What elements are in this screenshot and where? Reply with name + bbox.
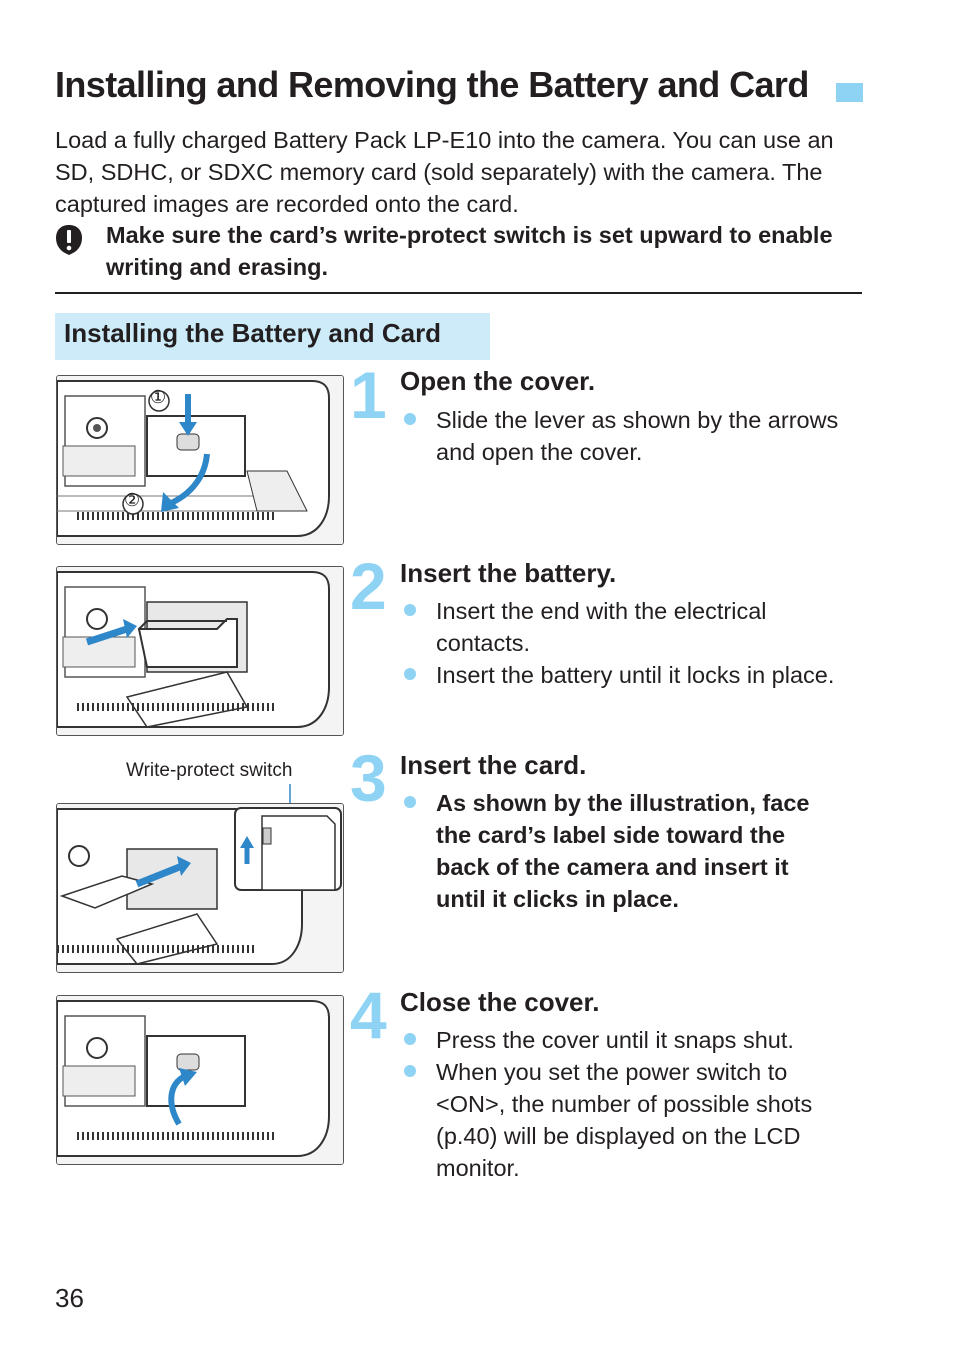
insert-card-illustration [56,803,344,973]
bullet-dot-icon [404,796,416,808]
step-number: 3 [350,741,387,815]
bullet-item: Insert the battery until it locks in pla… [400,659,840,691]
bullet-item: As shown by the illustration, face the c… [400,787,840,915]
insert-battery-illustration [56,566,344,736]
bullet-item: When you set the power switch to <ON>, t… [400,1056,840,1184]
write-protect-label: Write-protect switch [126,760,293,781]
bullet-text: When you set the power switch to <ON>, t… [436,1059,813,1181]
page-title: Installing and Removing the Battery and … [55,64,809,105]
step-heading: Close the cover. [400,987,600,1017]
step-bullets: As shown by the illustration, face the c… [400,787,840,915]
caution-text: Make sure the card’s write-protect switc… [106,222,833,280]
step-number: 1 [350,358,387,432]
title-marker [836,83,863,102]
step-heading: Insert the battery. [400,558,617,588]
bullet-text: Press the cover until it snaps shut. [436,1027,794,1053]
bullet-dot-icon [404,1033,416,1045]
step-number: 4 [350,978,387,1052]
section-title: Installing the Battery and Card [64,318,442,348]
bullet-item: Press the cover until it snaps shut. [400,1024,840,1056]
intro-paragraph: Load a fully charged Battery Pack LP-E10… [55,127,834,217]
bullet-text: As shown by the illustration, face the c… [436,790,810,912]
callout-1: ① [150,387,167,407]
bullet-dot-icon [404,604,416,616]
bullet-text: Slide the lever as shown by the arrows a… [436,407,839,465]
divider [55,292,862,294]
step-bullets: Insert the end with the electrical conta… [400,595,840,691]
bullet-item: Slide the lever as shown by the arrows a… [400,404,840,468]
step-heading: Open the cover. [400,366,596,396]
page-number: 36 [55,1283,84,1313]
step-number: 2 [350,549,387,623]
callout-2: ② [124,490,141,510]
open-cover-illustration [56,375,344,545]
caution-icon [55,224,83,256]
step-bullets: Slide the lever as shown by the arrows a… [400,404,840,468]
bullet-dot-icon [404,413,416,425]
bullet-text: Insert the battery until it locks in pla… [436,662,835,688]
bullet-dot-icon [404,668,416,680]
bullet-dot-icon [404,1065,416,1077]
bullet-item: Insert the end with the electrical conta… [400,595,840,659]
step-heading: Insert the card. [400,750,587,780]
step-bullets: Press the cover until it snaps shut. Whe… [400,1024,840,1184]
bullet-text: Insert the end with the electrical conta… [436,598,767,656]
close-cover-illustration [56,995,344,1165]
section-heading-box [55,313,490,360]
